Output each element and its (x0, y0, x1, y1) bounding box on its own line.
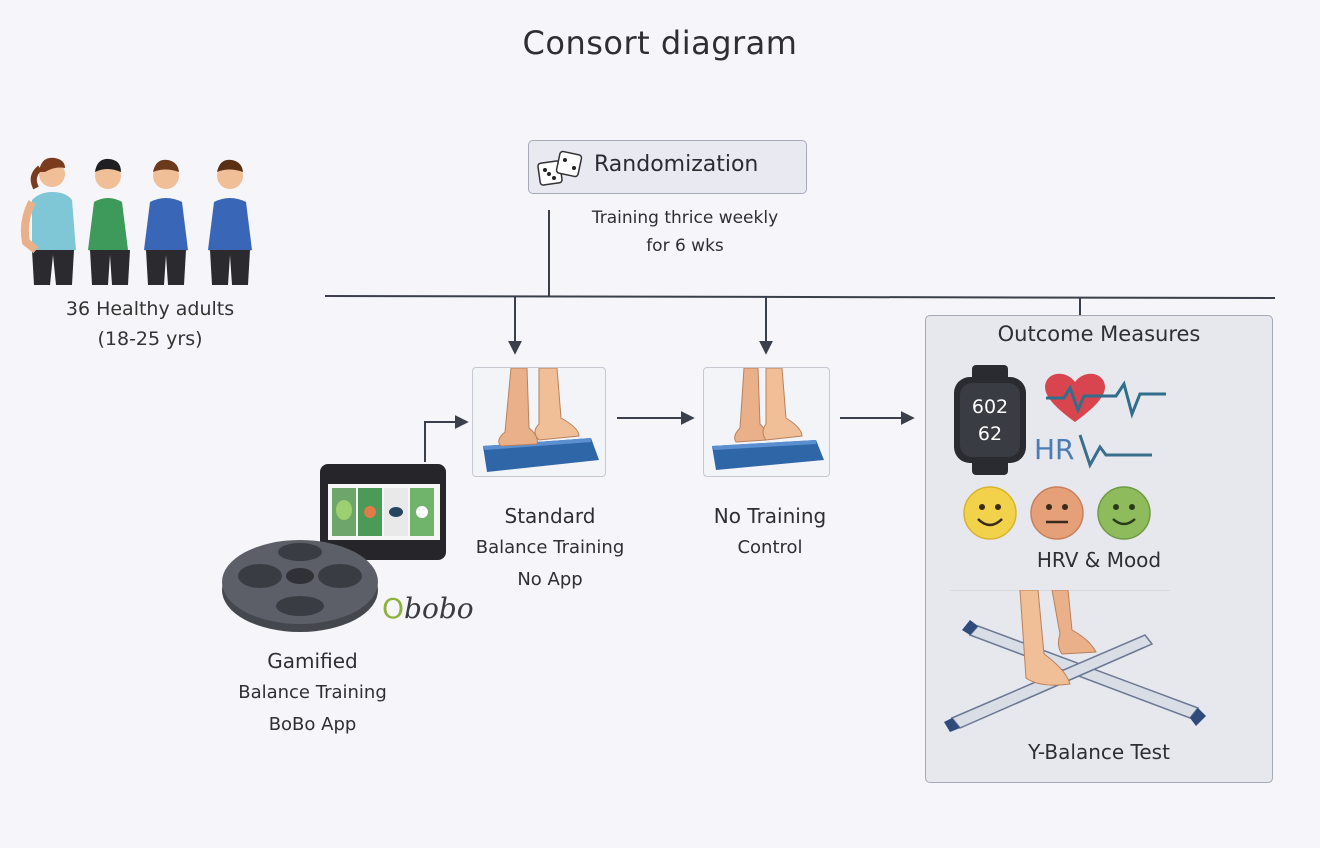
horizontal-bus (324, 295, 1276, 299)
dice-icon (537, 150, 583, 186)
hrv-text: HRV (1034, 425, 1035, 426)
bobo-logo-mark: O (382, 592, 405, 625)
heart-rate-icon (1045, 373, 1166, 422)
watch-value-1: 602 (972, 396, 1008, 418)
gamified-group-head: Gamified (267, 649, 358, 673)
training-schedule: Training thrice weekly for 6 wks (560, 204, 810, 260)
y-balance-test-illustration (944, 590, 1206, 732)
tablet-app-icon (320, 464, 446, 560)
population-count: 36 Healthy adults (65, 298, 235, 320)
standard-group-label: Standard Balance Training No App (455, 500, 645, 596)
arrow-gamified-to-standard (424, 415, 469, 462)
neutral-face-icon (1030, 486, 1084, 540)
standard-training-image (472, 367, 606, 477)
feet-on-foam-icon (483, 367, 599, 472)
person-blue-shirt-icon-2 (208, 159, 252, 285)
bobo-logo-text: bobo (404, 592, 474, 625)
control-group-label: No Training Control (685, 500, 855, 564)
hrv-mood-label: HRV & Mood (1036, 548, 1162, 572)
outcome-measures-heading: Outcome Measures (997, 322, 1201, 346)
person-green-shirt-icon (88, 158, 130, 285)
standard-group-head: Standard (504, 504, 596, 528)
y-balance-test-label: Y-Balance Test (1028, 740, 1170, 764)
bobo-logo: Obobo (382, 592, 474, 625)
standard-group-line3: No App (517, 569, 583, 590)
watch-value-2: 62 (978, 423, 1002, 445)
population-label: 36 Healthy adults (18-25 yrs) (20, 294, 280, 354)
content-face-icon (1097, 486, 1151, 540)
population-age: (18-25 yrs) (97, 328, 203, 350)
diagram-title: Consort diagram (522, 24, 798, 62)
hrv-icon: HR (1034, 433, 1152, 469)
svg-text:HR: HR (1034, 433, 1075, 466)
schedule-line-1: Training thrice weekly (591, 208, 779, 228)
person-female-icon (20, 157, 76, 285)
barefoot-icon (1019, 590, 1097, 686)
schedule-line-2: for 6 wks (646, 236, 724, 256)
feet-on-foam-icon (712, 367, 824, 470)
standard-group-line2: Balance Training (475, 537, 625, 558)
smartwatch-icon: 602 62 (954, 365, 1026, 475)
randomization-label: Randomization (594, 152, 759, 177)
person-blue-shirt-icon (144, 159, 188, 285)
control-group-head: No Training (713, 504, 827, 528)
mood-faces-icon (963, 486, 1151, 540)
gamified-group-line3: BoBo App (268, 714, 357, 735)
gamified-group-line2: Balance Training (238, 682, 387, 703)
no-training-image (703, 367, 830, 477)
happy-face-icon (963, 486, 1017, 540)
balance-board-icon (222, 540, 378, 632)
control-group-line2: Control (737, 537, 803, 558)
participants-illustration (20, 157, 252, 285)
gamified-group-label: Gamified Balance Training BoBo App (210, 645, 415, 741)
